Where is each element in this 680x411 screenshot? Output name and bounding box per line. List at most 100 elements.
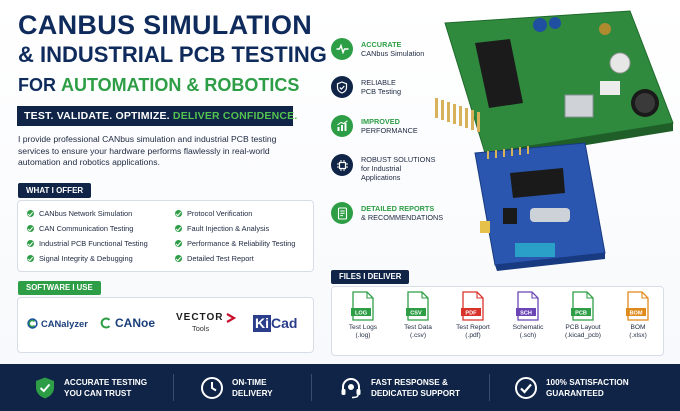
canalyzer-label: CANalyzer — [41, 318, 88, 329]
offer-item-label: CANbus Network Simulation — [39, 209, 133, 218]
footer-item: FAST RESPONSE & DEDICATED SUPPORT — [339, 364, 460, 411]
shield-check-icon — [36, 377, 54, 398]
feature-sub: RELIABLE — [361, 78, 396, 87]
file-ext: (.pdf) — [465, 332, 481, 339]
clock-icon — [201, 376, 223, 399]
files-title: FILES I DELIVER — [331, 270, 410, 284]
offer-item: Fault Injection & Analysis — [175, 224, 269, 233]
footer-divider — [489, 374, 490, 401]
feature-sub-2: for Industrial — [361, 164, 402, 173]
file-ext: (.kicad_pcb) — [565, 332, 601, 339]
file-badge: SCH — [520, 311, 532, 317]
footer-item: 100% SATISFACTION GUARANTEED — [514, 364, 629, 411]
file-badge: BOM — [629, 311, 642, 317]
offer-item-label: Fault Injection & Analysis — [187, 224, 270, 233]
offer-item-label: Industrial PCB Functional Testing — [39, 239, 148, 248]
offer-item: Protocol Verification — [175, 209, 252, 218]
file-name: Test Report — [456, 324, 490, 331]
footer-line-1: FAST RESPONSE & — [371, 377, 448, 387]
file-icon: CSV — [406, 291, 430, 321]
chart-up-icon — [331, 115, 353, 137]
file-item: PDF Test Report(.pdf) — [446, 291, 500, 340]
feature-sub: & RECOMMENDATIONS — [361, 213, 444, 222]
file-name: PCB Layout — [565, 324, 601, 331]
offer-item-label: Signal Integrity & Debugging — [39, 254, 133, 263]
feature-sub: PERFORMANCE — [361, 126, 418, 135]
file-name: Test Logs — [348, 324, 378, 331]
offer-item: Industrial PCB Functional Testing — [27, 239, 148, 248]
file-badge: CSV — [410, 311, 422, 317]
footer-line-2: DEDICATED SUPPORT — [371, 388, 461, 398]
feature-item: ACCURATE CANbus Simulation — [331, 38, 424, 60]
offer-item-label: Performance & Reliability Testing — [187, 239, 296, 248]
check-icon — [27, 225, 34, 232]
footer-bar: ACCURATE TESTING YOU CAN TRUST ON-TIME D… — [0, 364, 680, 411]
chip-icon — [331, 154, 353, 176]
vector-arrow-icon — [225, 312, 236, 323]
kicad-ki-label: Ki — [253, 315, 271, 332]
offer-item-label: Detailed Test Report — [187, 254, 254, 263]
file-name: Test Data — [404, 324, 432, 331]
file-ext: (.sch) — [519, 332, 537, 339]
canoe-logo: CANoe — [100, 316, 155, 330]
kicad-cad-label: Cad — [271, 315, 298, 331]
feature-item: DETAILED REPORTS & RECOMMENDATIONS — [331, 202, 443, 224]
check-icon — [175, 255, 182, 262]
offer-title: WHAT I OFFER — [18, 183, 92, 198]
feature-item: ROBUST SOLUTIONS for Industrial Applicat… — [331, 154, 435, 182]
file-icon: LOG — [351, 291, 375, 321]
headline-prefix: FOR — [18, 75, 56, 95]
footer-divider — [173, 374, 174, 401]
check-icon — [175, 240, 182, 247]
file-icon: PCB — [571, 291, 595, 321]
offer-item-label: CAN Communication Testing — [39, 224, 134, 233]
file-name: BOM — [630, 324, 646, 331]
pcb-illustration — [435, 10, 674, 271]
file-item: PCB PCB Layout(.kicad_pcb) — [556, 291, 610, 340]
canoe-label: CANoe — [115, 316, 156, 330]
footer-line-1: ACCURATE TESTING — [64, 377, 148, 387]
feature-title: ACCURATE — [361, 40, 402, 49]
canalyzer-mark-icon — [27, 318, 38, 329]
offer-item-label: Protocol Verification — [187, 209, 253, 218]
footer-line-2: YOU CAN TRUST — [64, 388, 132, 398]
feature-title: IMPROVED — [361, 117, 400, 126]
offer-panel: CANbus Network Simulation CAN Communicat… — [17, 200, 314, 272]
headline-line-1: CANBUS SIMULATION — [18, 10, 313, 40]
vector-label: VECTOR — [176, 312, 224, 323]
feature-title: DETAILED REPORTS — [361, 204, 435, 213]
file-badge: PDF — [465, 311, 477, 317]
canoe-mark-icon — [100, 317, 111, 329]
software-panel: CANalyzer CANoe VECTOR Tools Ki Cad — [17, 297, 314, 353]
feature-item: IMPROVED PERFORMANCE — [331, 115, 418, 137]
vector-sub-label: Tools — [192, 324, 210, 333]
footer-line-2: DELIVERY — [232, 388, 273, 398]
file-icon: BOM — [626, 291, 650, 321]
feature-sub: ROBUST SOLUTIONS — [361, 155, 436, 164]
footer-line-2: GUARANTEED — [546, 388, 604, 398]
offer-item: CAN Communication Testing — [27, 224, 133, 233]
tagline-green: DELIVER CONFIDENCE. — [172, 110, 298, 122]
check-icon — [27, 210, 34, 217]
tagline-banner: TEST. VALIDATE. OPTIMIZE. DELIVER CONFID… — [17, 106, 297, 126]
check-circle-icon — [515, 376, 537, 399]
report-icon — [331, 202, 353, 224]
feature-sub-2: PCB Testing — [361, 87, 402, 96]
check-icon — [175, 210, 182, 217]
canalyzer-logo: CANalyzer — [27, 318, 88, 329]
file-icon: PDF — [461, 291, 485, 321]
check-icon — [27, 240, 34, 247]
shield-check-icon — [331, 76, 353, 98]
check-icon — [175, 225, 182, 232]
vector-logo: VECTOR Tools — [176, 312, 236, 333]
file-badge: PCB — [575, 311, 587, 317]
feature-sub: CANbus Simulation — [361, 49, 425, 58]
offer-item: CANbus Network Simulation — [27, 209, 132, 218]
feature-item: RELIABLE PCB Testing — [331, 76, 401, 98]
footer-item: ON-TIME DELIVERY — [200, 364, 273, 411]
software-title: SOFTWARE I USE — [18, 281, 101, 295]
